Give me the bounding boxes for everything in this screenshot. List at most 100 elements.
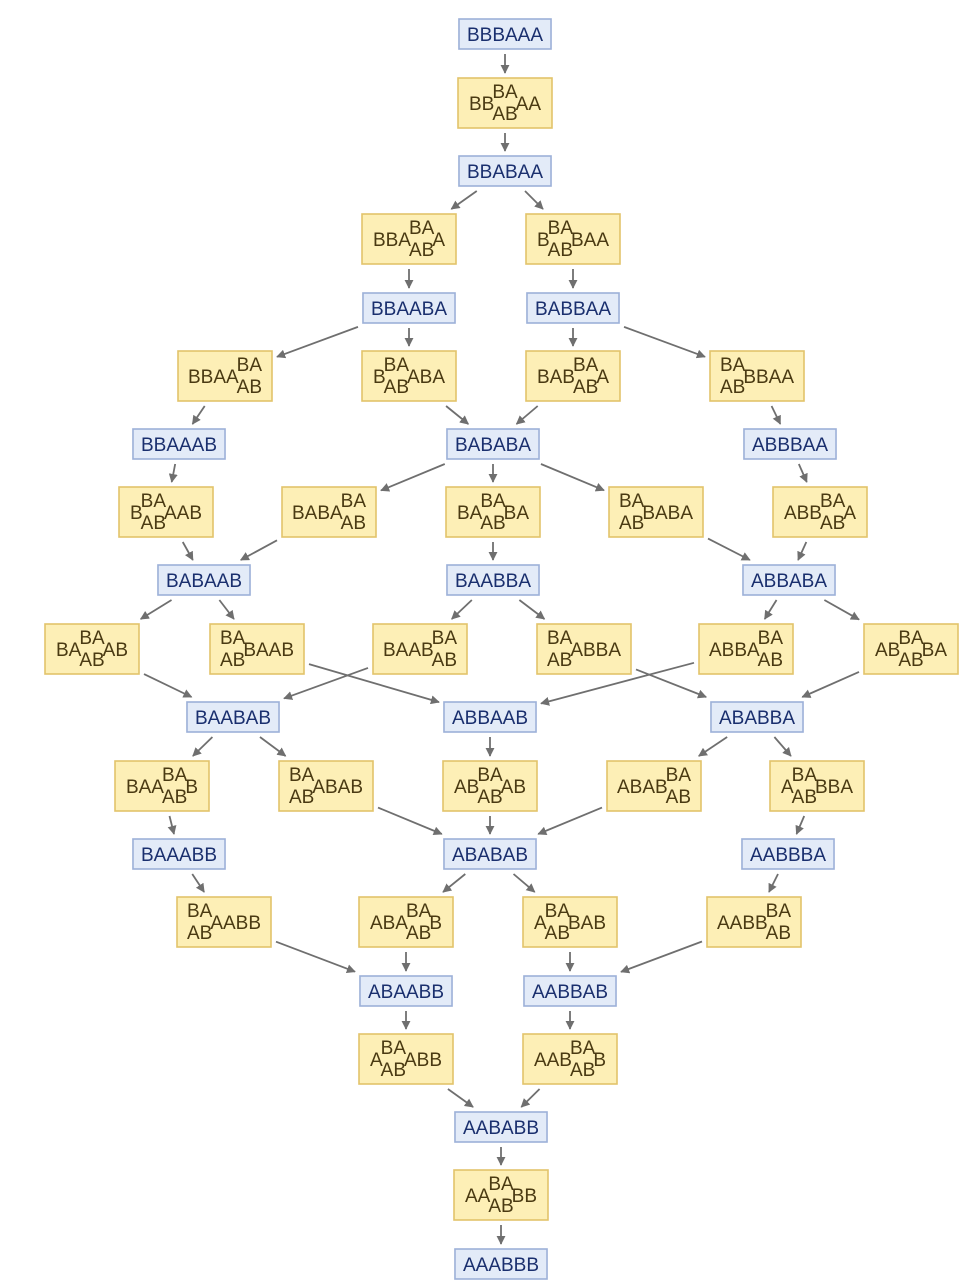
- event-prefix: BBA: [373, 230, 411, 251]
- state-label: ABBBAA: [752, 435, 828, 456]
- state-node-abbaab: ABBAAB: [443, 701, 537, 733]
- event-suffix: BAB: [568, 913, 606, 934]
- event-box: [457, 77, 553, 129]
- edge-arrow: [801, 671, 860, 698]
- event-top: BA: [758, 628, 784, 649]
- state-node-ababab: ABABAB: [443, 838, 537, 870]
- state-node-aaabbb: AAABBB: [454, 1248, 548, 1280]
- edge-arrow: [763, 599, 778, 620]
- event-bottom: AB: [720, 377, 745, 398]
- event-box: [177, 350, 273, 402]
- state-label: BBAAAB: [141, 435, 217, 456]
- event-suffix: ABBA: [570, 640, 621, 661]
- state-node-bababa: BABABA: [446, 428, 540, 460]
- event-box: [863, 623, 959, 675]
- event-suffix: A: [596, 367, 609, 388]
- event-prefix: AB: [454, 777, 479, 798]
- edge-arrow: [451, 599, 473, 620]
- event-bottom: AB: [406, 923, 431, 944]
- edge-arrow: [168, 463, 178, 483]
- event-prefix: B: [130, 503, 143, 524]
- event-box: [709, 350, 805, 402]
- event-top: BA: [720, 355, 746, 376]
- event-top: BA: [545, 901, 571, 922]
- edge-arrow: [524, 190, 544, 210]
- event-prefix: ABAB: [617, 777, 668, 798]
- event-box: [522, 896, 618, 948]
- event-bottom: AB: [187, 923, 212, 944]
- event-box: [525, 213, 621, 265]
- event-bottom: AB: [545, 923, 570, 944]
- state-label: ABBAAB: [452, 708, 528, 729]
- event-top: BA: [187, 901, 213, 922]
- edge-arrow: [773, 736, 792, 757]
- event-suffix: AA: [516, 94, 542, 115]
- edge-arrow: [447, 1088, 474, 1108]
- state-box: [454, 1248, 548, 1280]
- event-prefix: BBAA: [188, 367, 239, 388]
- event-top: BA: [619, 491, 645, 512]
- event-top: BA: [898, 628, 924, 649]
- state-box: [710, 701, 804, 733]
- event-suffix: BA: [922, 640, 948, 661]
- edge-arrow: [520, 1088, 541, 1108]
- event-bottom: AB: [220, 650, 245, 671]
- edge-arrow: [191, 405, 206, 425]
- state-node-bbabaa: BBABAA: [458, 155, 552, 187]
- event-bottom: AB: [492, 104, 517, 125]
- edge-layer: [139, 54, 860, 1245]
- state-label: BABABA: [455, 435, 531, 456]
- event-suffix: BAA: [571, 230, 609, 251]
- event-prefix: BA: [457, 503, 483, 524]
- event-box: [358, 896, 454, 948]
- state-node-aababb: AABABB: [454, 1111, 548, 1143]
- event-bottom: AB: [573, 377, 598, 398]
- state-label: AABBBA: [750, 845, 826, 866]
- event-bottom: AB: [820, 513, 845, 534]
- state-box: [186, 701, 280, 733]
- event-suffix: A: [843, 503, 856, 524]
- state-node-bbbaaa: BBBAAA: [458, 18, 552, 50]
- event-prefix: ABBA: [709, 640, 760, 661]
- event-bottom: AB: [480, 513, 505, 534]
- event-top: BA: [409, 218, 435, 239]
- event-top: BA: [666, 765, 692, 786]
- event-box: [361, 213, 457, 265]
- event-box: [522, 1033, 618, 1085]
- event-box: [442, 760, 538, 812]
- event-top: BA: [384, 355, 410, 376]
- event-box: [608, 486, 704, 538]
- edge-arrow: [167, 815, 177, 835]
- event-top: BA: [547, 628, 573, 649]
- event-bottom: AB: [619, 513, 644, 534]
- event-box: [525, 350, 621, 402]
- state-label: ABABAB: [452, 845, 528, 866]
- state-label: AAABBB: [463, 1255, 539, 1276]
- edge-arrow: [283, 667, 369, 700]
- event-bottom: AB: [341, 513, 366, 534]
- edge-arrow: [276, 326, 359, 359]
- state-label: BABAAB: [166, 571, 242, 592]
- event-box: [536, 623, 632, 675]
- event-suffix: AABB: [210, 913, 261, 934]
- event-box: [361, 350, 457, 402]
- event-bottom: AB: [432, 650, 457, 671]
- event-box: [372, 623, 468, 675]
- edge-arrow: [698, 736, 728, 757]
- edge-arrow: [275, 940, 356, 973]
